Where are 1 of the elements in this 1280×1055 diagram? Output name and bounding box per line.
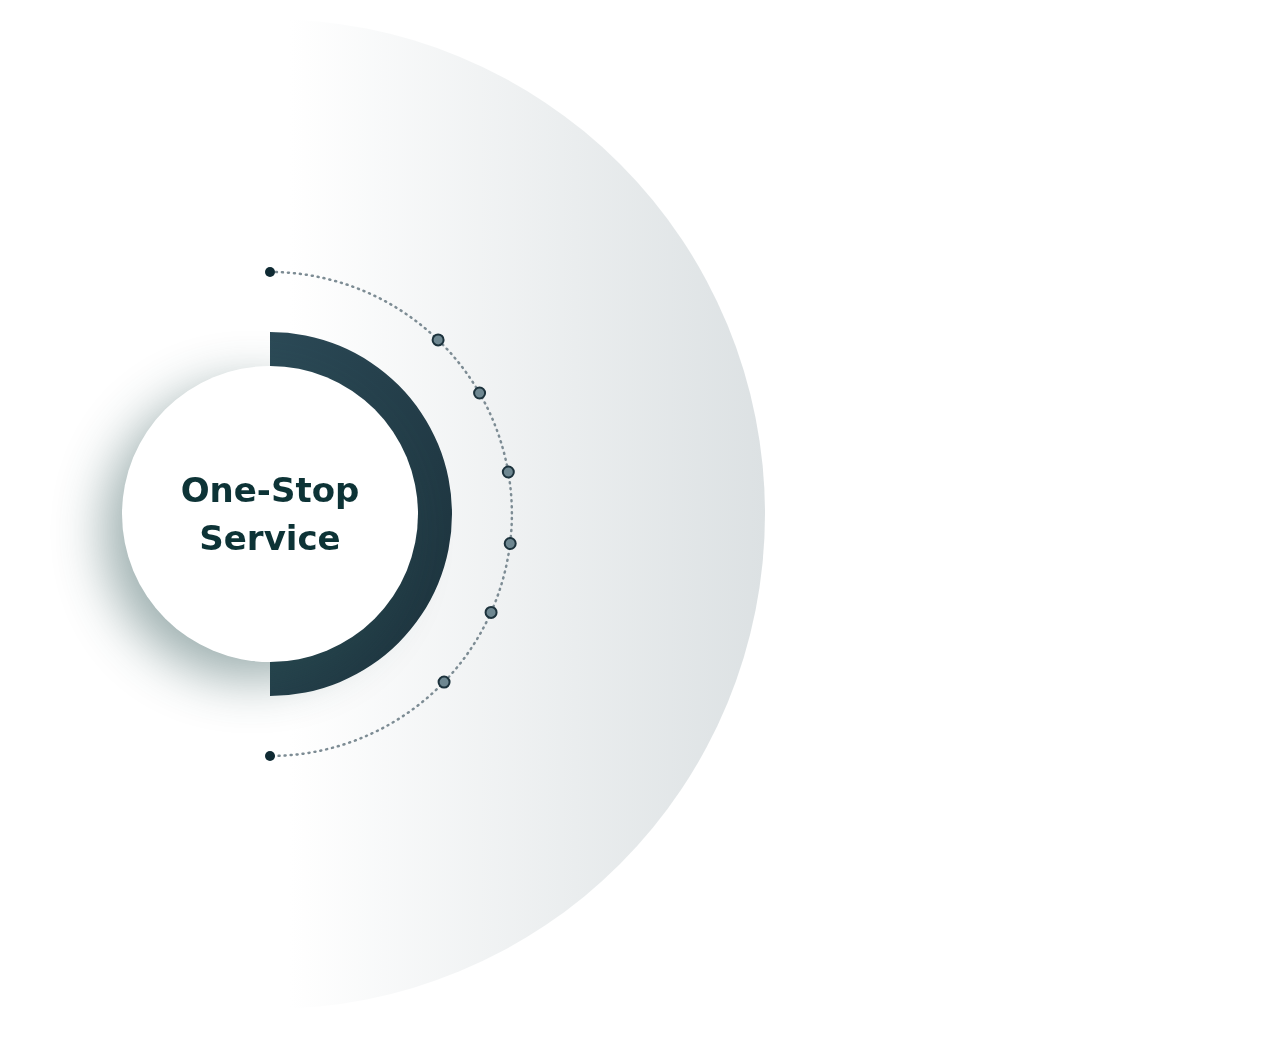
circle-title: One-Stop Service: [179, 469, 361, 560]
